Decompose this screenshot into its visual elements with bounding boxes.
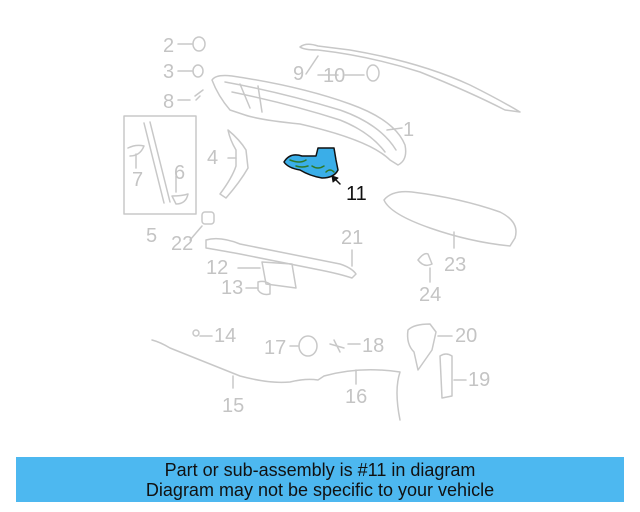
callout-14: 14 (214, 325, 237, 347)
callout-17: 17 (264, 337, 287, 359)
callout-8: 8 (163, 91, 175, 113)
hood-latch-highlight (283, 147, 341, 185)
callout-23: 23 (444, 254, 467, 276)
banner-disclaimer-text: Diagram may not be specific to your vehi… (145, 479, 495, 500)
parts-diagram: 2 3 8 9 10 1 4 7 6 5 22 11 21 12 13 23 2… (123, 35, 521, 421)
info-banner: Part or sub-assembly is #11 in diagram D… (16, 457, 624, 502)
callout-24: 24 (419, 284, 442, 306)
callout-20: 20 (455, 325, 478, 347)
callout-11: 11 (346, 183, 367, 205)
callout-6: 6 (174, 162, 186, 184)
callout-7: 7 (132, 169, 144, 191)
callout-10: 10 (323, 65, 346, 87)
callout-15: 15 (222, 395, 245, 417)
support-part (205, 237, 357, 279)
hinge-part (219, 129, 249, 199)
weatherstrip-part (299, 43, 521, 113)
insulator-part (383, 190, 517, 247)
callout-16: 16 (345, 386, 368, 408)
callout-1: 1 (403, 119, 415, 141)
callout-2: 2 (163, 35, 175, 57)
callout-19: 19 (468, 369, 491, 391)
callout-4: 4 (207, 147, 219, 169)
callout-13: 13 (221, 277, 244, 299)
callout-9: 9 (293, 63, 305, 85)
callout-22: 22 (171, 233, 194, 255)
callout-18: 18 (362, 335, 385, 357)
callout-21: 21 (341, 227, 364, 249)
callout-5: 5 (146, 225, 158, 247)
diagram-drawing (123, 36, 521, 421)
callout-12: 12 (206, 257, 229, 279)
strut-box (123, 115, 197, 215)
hood-part (211, 74, 407, 166)
callout-3: 3 (163, 61, 175, 83)
cable-part (151, 339, 401, 421)
banner-part-text: Part or sub-assembly is #11 in diagram (164, 459, 476, 480)
